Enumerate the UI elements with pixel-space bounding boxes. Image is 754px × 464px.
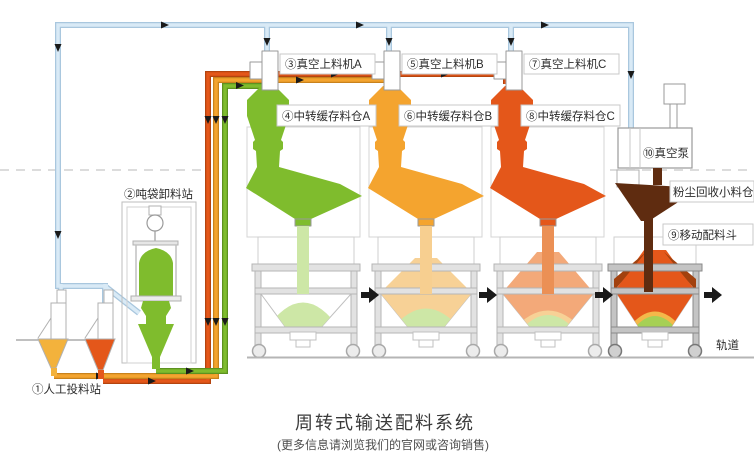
diagram-title: 周转式输送配料系统 — [295, 413, 475, 433]
label-layer: ③真空上料机A ⑤真空上料机B ⑦真空上料机C ④中转缓存料仓A ⑥中转缓存料仓… — [32, 53, 754, 396]
dust-stream — [644, 218, 653, 292]
mobile-batching-hopper — [607, 236, 703, 359]
ton-bag — [139, 248, 173, 296]
manual-funnel-yellow — [37, 338, 69, 369]
ton-bag-station-graphic — [121, 201, 197, 369]
crane-hook-ball — [146, 214, 164, 232]
air-flow-arrows — [54, 21, 635, 239]
manual-feed-station-graphic — [16, 289, 116, 379]
label-buffer-silo-c: ⑧中转缓存料仓C — [526, 109, 615, 123]
bag-spreader-bar — [132, 240, 179, 246]
station-arrows — [361, 287, 722, 303]
label-buffer-silo-a: ④中转缓存料仓A — [282, 109, 370, 123]
label-rail: 轨道 — [716, 338, 739, 352]
label-vacuum-feeder-b: ⑤真空上料机B — [407, 57, 484, 71]
pump-motor — [663, 83, 686, 105]
label-buffer-silo-b: ⑥中转缓存料仓B — [404, 109, 492, 123]
label-vacuum-feeder-c: ⑦真空上料机C — [529, 57, 606, 71]
label-manual-feed-station: ①人工投料站 — [32, 382, 101, 396]
vacuum-pump-graphic — [617, 83, 693, 169]
dosing-station-a — [251, 236, 361, 359]
manual-funnel-orange — [84, 338, 116, 371]
label-vacuum-feeder-a: ③真空上料机A — [285, 57, 362, 71]
diagram-subtitle: (更多信息请浏览我们的官网或咨询销售) — [277, 437, 489, 452]
label-mobile-hopper: ⑨移动配料斗 — [668, 228, 737, 242]
label-vacuum-pump: ⑩真空泵 — [643, 146, 689, 160]
label-dust-recovery-bin: 粉尘回收小料仓 — [673, 185, 754, 199]
label-ton-bag-station: ②吨袋卸料站 — [124, 187, 193, 201]
